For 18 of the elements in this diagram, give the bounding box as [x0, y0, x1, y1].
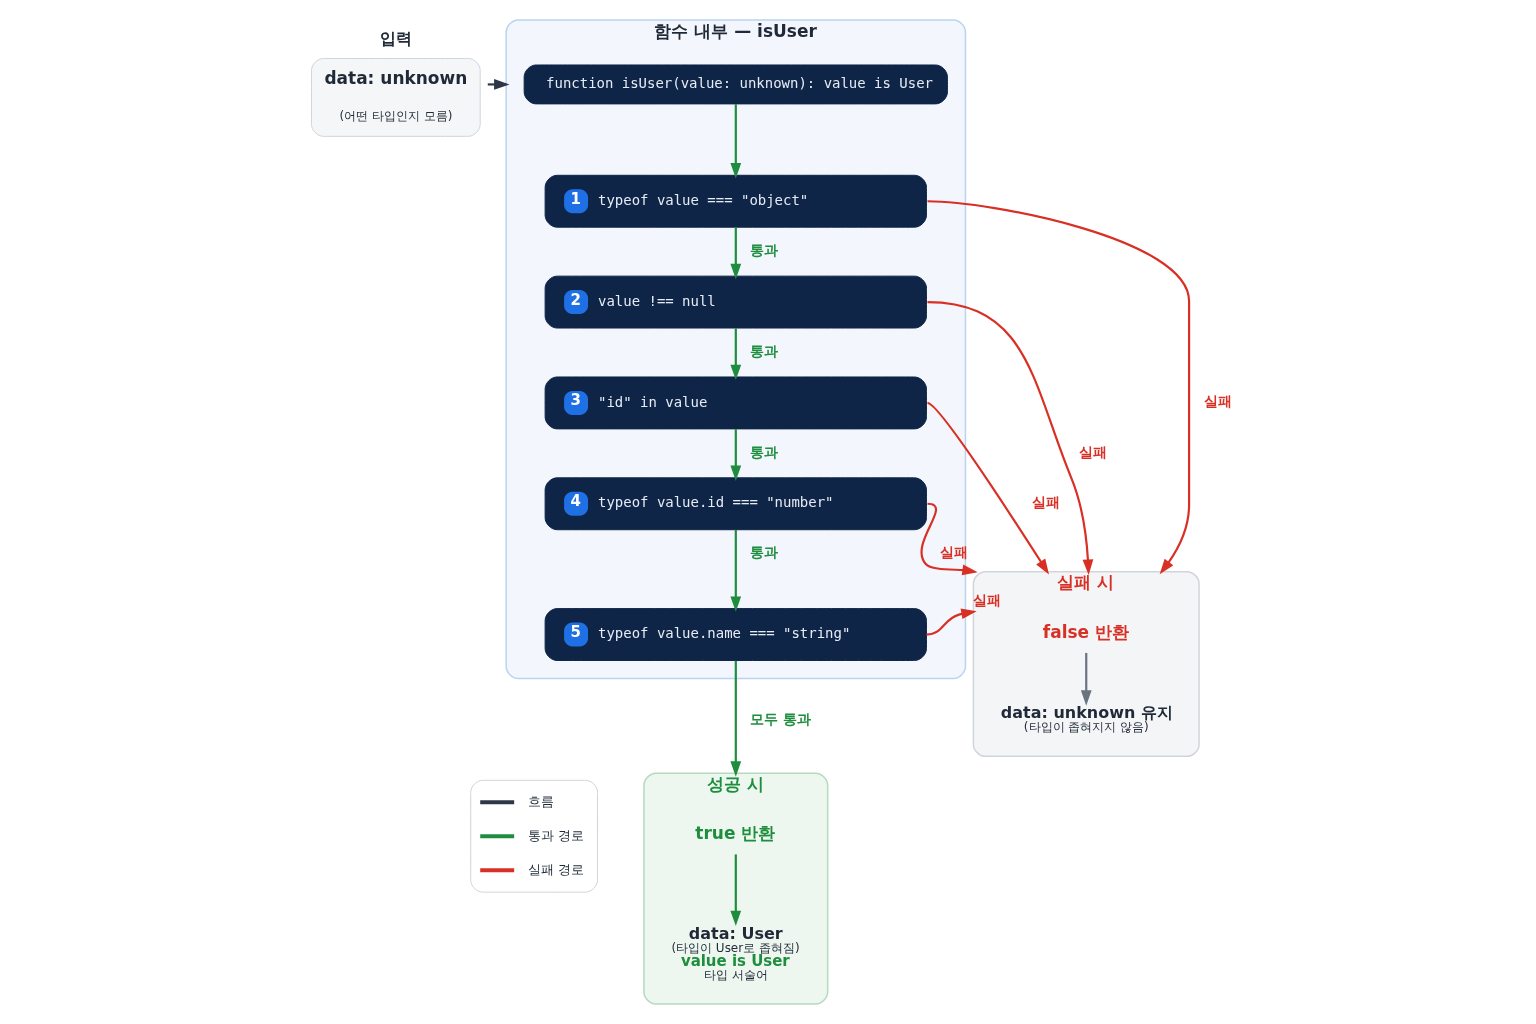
- edge-label: 통과: [749, 544, 778, 561]
- edge-label: 통과: [749, 443, 778, 460]
- edge-label: 실패: [1203, 393, 1232, 410]
- edge-label: 실패: [972, 592, 1001, 609]
- edge-label: 실패: [1031, 493, 1060, 510]
- edge-label: 통과: [749, 241, 778, 258]
- legend-label: 흐름: [527, 793, 554, 809]
- node-text: true 반환: [694, 823, 775, 844]
- node-label: 입력: [379, 29, 412, 49]
- edge-label: 실패: [1078, 443, 1107, 460]
- edge-label: 통과: [749, 342, 778, 359]
- legend-label: 실패 경로: [527, 861, 584, 877]
- node-text: false 반환: [1042, 621, 1129, 642]
- edge-label: 실패: [939, 544, 968, 561]
- node-text: data: unknown 유지 (타입이 좁혀지지 않음): [1000, 703, 1173, 734]
- legend-label: 통과 경로: [527, 827, 584, 843]
- node-text: data: User (타입이 User로 좁혀짐) value is User 타입 서술어: [670, 923, 800, 982]
- edge-label: 모두 통과: [749, 710, 811, 727]
